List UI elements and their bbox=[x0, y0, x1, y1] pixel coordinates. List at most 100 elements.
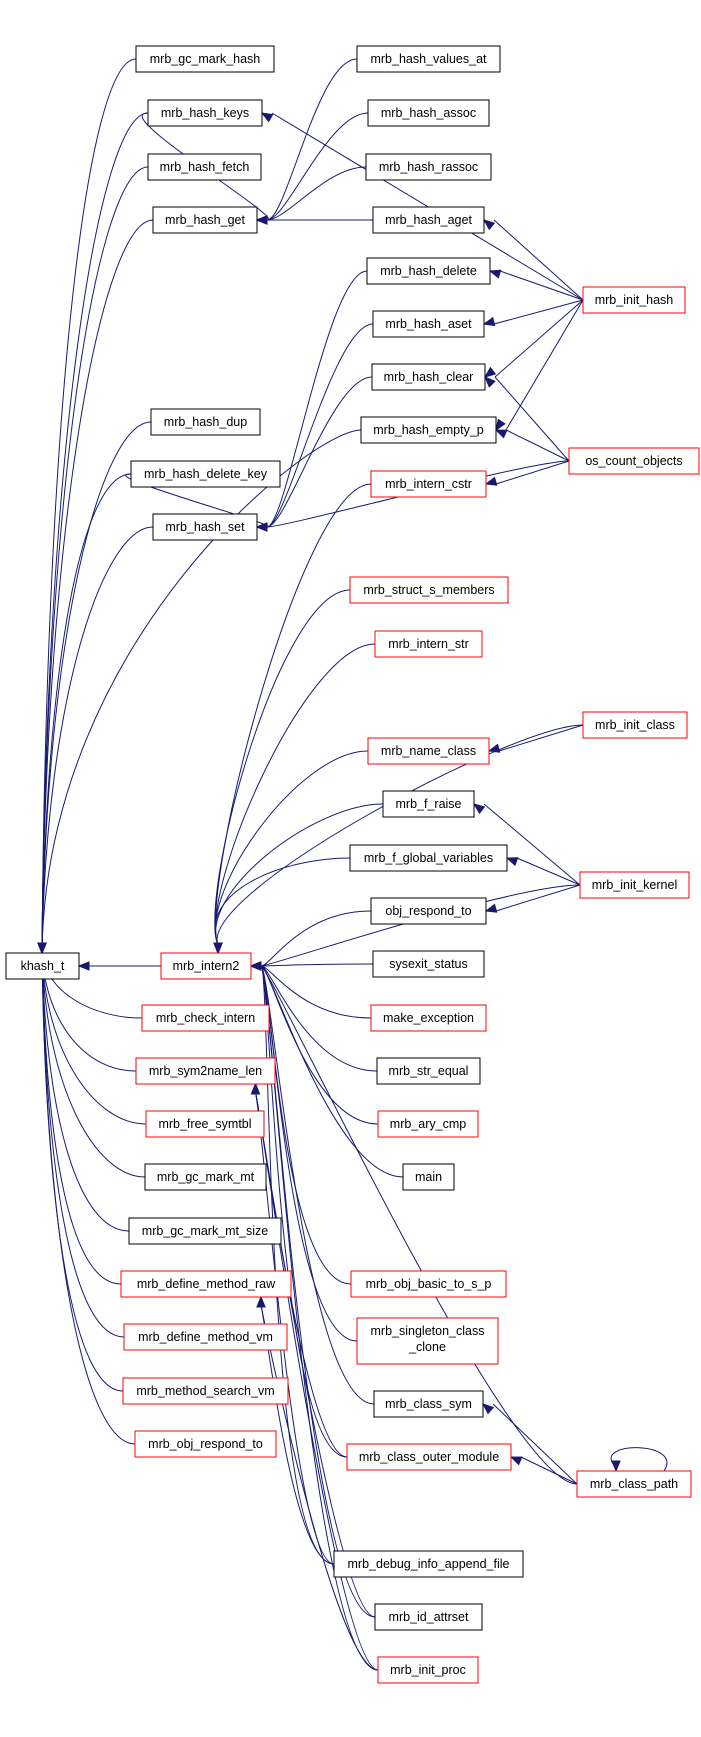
node-mrb_hash_assoc[interactable]: mrb_hash_assoc bbox=[367, 99, 490, 127]
node-mrb_str_equal[interactable]: mrb_str_equal bbox=[376, 1057, 481, 1085]
node-box bbox=[356, 45, 501, 73]
node-mrb_intern2[interactable]: mrb_intern2 bbox=[160, 952, 252, 980]
node-box bbox=[135, 45, 275, 73]
node-main[interactable]: main bbox=[402, 1163, 455, 1191]
edge-mrb_f_raise-to-mrb_intern2 bbox=[215, 803, 384, 946]
edge-mrb_hash_empty_p-to-khash_t-arrowhead bbox=[37, 942, 47, 955]
node-mrb_define_method_vm[interactable]: mrb_define_method_vm bbox=[123, 1323, 288, 1351]
node-mrb_hash_delete_key[interactable]: mrb_hash_delete_key bbox=[130, 460, 281, 488]
edge-mrb_hash_rassoc-to-mrb_hash_get bbox=[266, 166, 367, 221]
edge-mrb_hash_get-to-khash_t bbox=[41, 219, 154, 954]
node-mrb_class_outer_module[interactable]: mrb_class_outer_module bbox=[346, 1443, 512, 1471]
node-label: mrb_define_method_vm bbox=[138, 1330, 273, 1344]
node-mrb_f_global_variables[interactable]: mrb_f_global_variables bbox=[349, 844, 508, 872]
node-box bbox=[152, 206, 258, 234]
node-mrb_id_attrset[interactable]: mrb_id_attrset bbox=[374, 1603, 483, 1631]
edge-os_count_objects-to-mrb_hash_empty_p-arrowhead bbox=[494, 429, 508, 439]
node-box bbox=[382, 790, 475, 818]
node-mrb_class_sym[interactable]: mrb_class_sym bbox=[373, 1390, 484, 1418]
node-mrb_struct_s_members[interactable]: mrb_struct_s_members bbox=[349, 576, 509, 604]
edge-mrb_class_path-to-mrb_intern2 bbox=[260, 965, 578, 1485]
edge-mrb_init_hash-to-mrb_hash_aget bbox=[493, 219, 584, 301]
node-box bbox=[350, 1270, 507, 1298]
node-label: mrb_hash_assoc bbox=[381, 106, 476, 120]
node-mrb_hash_set[interactable]: mrb_hash_set bbox=[152, 513, 258, 541]
node-box bbox=[123, 1323, 288, 1351]
node-mrb_obj_respond_to[interactable]: mrb_obj_respond_to bbox=[134, 1430, 277, 1458]
edge-mrb_init_hash-to-mrb_hash_clear-arrowhead bbox=[483, 366, 497, 378]
node-box bbox=[377, 1656, 479, 1684]
node-box bbox=[582, 711, 688, 739]
node-box bbox=[374, 630, 483, 658]
node-mrb_intern_cstr[interactable]: mrb_intern_cstr bbox=[370, 470, 487, 498]
node-mrb_hash_aset[interactable]: mrb_hash_aset bbox=[372, 310, 485, 338]
node-mrb_check_intern[interactable]: mrb_check_intern bbox=[141, 1004, 270, 1032]
node-label: mrb_free_symtbl bbox=[158, 1117, 251, 1131]
edge-mrb_debug_info_append_file-to-mrb_intern2 bbox=[260, 965, 335, 1565]
node-mrb_class_path[interactable]: mrb_class_path bbox=[576, 1470, 692, 1498]
node-mrb_gc_mark_mt_size[interactable]: mrb_gc_mark_mt_size bbox=[128, 1217, 282, 1245]
node-sysexit_status[interactable]: sysexit_status bbox=[372, 950, 485, 978]
node-mrb_obj_basic_to_s_p[interactable]: mrb_obj_basic_to_s_p bbox=[350, 1270, 507, 1298]
node-mrb_ary_cmp[interactable]: mrb_ary_cmp bbox=[377, 1110, 479, 1138]
node-label: mrb_singleton_class bbox=[371, 1324, 485, 1338]
edge-mrb_class_sym-to-mrb_intern2 bbox=[260, 965, 375, 1405]
node-mrb_free_symtbl[interactable]: mrb_free_symtbl bbox=[145, 1110, 265, 1138]
node-label: mrb_hash_delete bbox=[380, 264, 477, 278]
node-mrb_define_method_raw[interactable]: mrb_define_method_raw bbox=[120, 1270, 292, 1298]
edge-mrb_init_hash-to-mrb_hash_aget-arrowhead bbox=[482, 219, 496, 231]
node-label: main bbox=[415, 1170, 442, 1184]
node-obj_respond_to[interactable]: obj_respond_to bbox=[370, 897, 487, 925]
node-label: mrb_gc_mark_mt_size bbox=[142, 1224, 268, 1238]
node-label: mrb_check_intern bbox=[156, 1011, 255, 1025]
node-box bbox=[333, 1550, 524, 1578]
node-box bbox=[356, 1317, 499, 1365]
node-box bbox=[346, 1443, 512, 1471]
edge-mrb_hash_aset-to-mrb_hash_set bbox=[266, 323, 374, 528]
node-box bbox=[5, 952, 80, 980]
node-label: mrb_intern_cstr bbox=[385, 477, 472, 491]
node-label: obj_respond_to bbox=[385, 904, 471, 918]
node-mrb_hash_rassoc[interactable]: mrb_hash_rassoc bbox=[365, 153, 492, 181]
edge-mrb_init_hash-to-mrb_hash_delete bbox=[499, 270, 584, 301]
node-label: mrb_intern_str bbox=[388, 637, 469, 651]
node-box bbox=[576, 1470, 692, 1498]
node-label: mrb_init_kernel bbox=[592, 878, 677, 892]
node-mrb_init_class[interactable]: mrb_init_class bbox=[582, 711, 688, 739]
node-mrb_hash_clear[interactable]: mrb_hash_clear bbox=[371, 363, 486, 391]
node-mrb_init_kernel[interactable]: mrb_init_kernel bbox=[579, 871, 690, 899]
edge-mrb_init_class-to-mrb_intern2-arrowhead bbox=[213, 942, 223, 955]
edge-mrb_init_kernel-to-mrb_f_global_variables-arrowhead bbox=[505, 857, 519, 867]
node-mrb_init_proc[interactable]: mrb_init_proc bbox=[377, 1656, 479, 1684]
node-os_count_objects[interactable]: os_count_objects bbox=[568, 447, 700, 475]
node-mrb_hash_delete[interactable]: mrb_hash_delete bbox=[366, 257, 491, 285]
node-box bbox=[568, 447, 700, 475]
node-make_exception[interactable]: make_exception bbox=[370, 1004, 487, 1032]
node-label: mrb_hash_set bbox=[165, 520, 245, 534]
node-mrb_method_search_vm[interactable]: mrb_method_search_vm bbox=[122, 1377, 289, 1405]
node-box bbox=[377, 1110, 479, 1138]
node-label: mrb_hash_get bbox=[165, 213, 245, 227]
node-mrb_name_class[interactable]: mrb_name_class bbox=[367, 737, 490, 765]
node-mrb_init_hash[interactable]: mrb_init_hash bbox=[582, 286, 686, 314]
node-khash_t[interactable]: khash_t bbox=[5, 952, 80, 980]
node-mrb_gc_mark_mt[interactable]: mrb_gc_mark_mt bbox=[144, 1163, 267, 1191]
node-mrb_hash_fetch[interactable]: mrb_hash_fetch bbox=[147, 153, 262, 181]
node-mrb_sym2name_len[interactable]: mrb_sym2name_len bbox=[135, 1057, 276, 1085]
node-mrb_hash_get[interactable]: mrb_hash_get bbox=[152, 206, 258, 234]
node-mrb_debug_info_append_file[interactable]: mrb_debug_info_append_file bbox=[333, 1550, 524, 1578]
node-mrb_f_raise[interactable]: mrb_f_raise bbox=[382, 790, 475, 818]
node-box bbox=[145, 1110, 265, 1138]
node-mrb_hash_values_at[interactable]: mrb_hash_values_at bbox=[356, 45, 501, 73]
node-mrb_gc_mark_hash[interactable]: mrb_gc_mark_hash bbox=[135, 45, 275, 73]
node-mrb_hash_dup[interactable]: mrb_hash_dup bbox=[150, 408, 261, 436]
node-mrb_hash_aget[interactable]: mrb_hash_aget bbox=[372, 206, 485, 234]
node-mrb_hash_empty_p[interactable]: mrb_hash_empty_p bbox=[360, 416, 497, 444]
node-mrb_hash_keys[interactable]: mrb_hash_keys bbox=[147, 99, 263, 127]
edge-mrb_class_path-to-mrb_class_sym bbox=[492, 1403, 578, 1485]
node-mrb_singleton_class_clone[interactable]: mrb_singleton_class_clone bbox=[356, 1317, 499, 1365]
edge-mrb_init_proc-to-mrb_define_method_raw-arrowhead bbox=[256, 1295, 266, 1308]
node-mrb_intern_str[interactable]: mrb_intern_str bbox=[374, 630, 483, 658]
edge-make_exception-to-mrb_intern2 bbox=[260, 965, 372, 1019]
node-label: make_exception bbox=[383, 1011, 474, 1025]
